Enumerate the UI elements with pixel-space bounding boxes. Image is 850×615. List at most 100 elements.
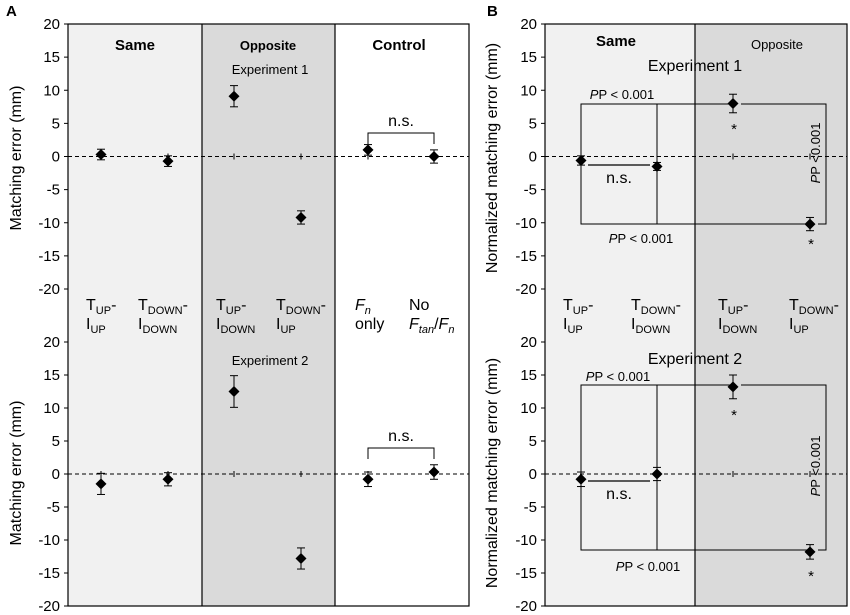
panel-b-exp2-star-tup-idown: * — [731, 407, 737, 424]
a-exp1-point-3 — [295, 211, 307, 223]
panel-a-header-control: Control — [372, 37, 425, 54]
a-exp2-ytick-label: 5 — [52, 433, 60, 450]
panel-b-exp1-p-bottom: PP < 0.001 — [580, 161, 810, 246]
panel-a-header-same: Same — [115, 37, 155, 54]
svg-text:TUP-: TUP- — [718, 297, 748, 317]
panel-a-ylabel-bottom: Matching error (mm) — [8, 401, 25, 546]
panel-b-letter: B — [487, 3, 498, 20]
panel-b-exp2-p-bottom: PP < 0.001 — [580, 477, 810, 574]
a-exp2-point-5 — [428, 466, 440, 478]
svg-text:PP <0.001: PP <0.001 — [808, 436, 823, 497]
svg-text:IDOWN: IDOWN — [631, 316, 670, 336]
b-exp1-ytick-label: 20 — [520, 16, 537, 33]
svg-text:IDOWN: IDOWN — [216, 316, 255, 336]
svg-text:PP <0.001: PP <0.001 — [808, 123, 823, 184]
panel-b-ylabel-top: Normalized matching error (mm) — [484, 43, 501, 273]
svg-text:IDOWN: IDOWN — [718, 316, 757, 336]
svg-text:PP < 0.001: PP < 0.001 — [590, 87, 654, 102]
panel-a-exp1-ns-bracket: n.s. — [367, 113, 435, 144]
svg-text:Fn: Fn — [355, 297, 371, 317]
panel-a-frame — [67, 23, 470, 607]
svg-text:PP < 0.001: PP < 0.001 — [586, 369, 650, 384]
svg-text:Ftan/Fn: Ftan/Fn — [409, 316, 454, 336]
panel-a-letter: A — [6, 3, 17, 20]
b-exp2-ytick-label: -10 — [515, 532, 537, 549]
svg-text:TDOWN-: TDOWN- — [138, 297, 188, 317]
a-exp1-ytick-label: 15 — [43, 49, 60, 66]
a-exp1-ytick-label: -10 — [38, 215, 60, 232]
svg-text:TDOWN-: TDOWN- — [276, 297, 326, 317]
panel-a-experiment-2-label: Experiment 2 — [232, 353, 309, 368]
panel-b-exp1-star-tup-idown: * — [731, 121, 737, 138]
b-exp2-ytick-label: 15 — [520, 367, 537, 384]
a-exp2-ytick-label: 15 — [43, 367, 60, 384]
b-exp1-ytick-label: -15 — [515, 248, 537, 265]
svg-text:TDOWN-: TDOWN- — [631, 297, 681, 317]
a-exp1-ytick-label: -20 — [38, 281, 60, 298]
panel-a-condition-fn-only: Fn only — [355, 297, 384, 333]
panel-a-header-opposite: Opposite — [240, 38, 296, 53]
panel-a-control-bg — [335, 24, 469, 606]
panel-b-same-bg — [545, 24, 695, 606]
b-exp1-point-3 — [804, 218, 816, 230]
panel-a-same-bg — [68, 24, 202, 606]
b-exp2-ytick-label: 10 — [520, 400, 537, 417]
svg-text:IDOWN: IDOWN — [138, 316, 177, 336]
panel-b-exp1-p-vertical: PP <0.001 — [741, 103, 827, 225]
svg-text:IUP: IUP — [563, 316, 583, 336]
svg-text:IUP: IUP — [789, 316, 809, 336]
b-exp1-ytick-label: -20 — [515, 281, 537, 298]
b-exp1-point-1 — [651, 160, 663, 172]
b-exp1-ytick-label: 0 — [529, 149, 537, 166]
a-exp2-point-1 — [162, 473, 174, 485]
a-exp2-ytick-label: 0 — [52, 466, 60, 483]
svg-text:PP < 0.001: PP < 0.001 — [609, 231, 673, 246]
panel-b-ylabel-bottom: Normalized matching error (mm) — [484, 358, 501, 588]
panel-a-ylabel-top: Matching error (mm) — [8, 86, 25, 231]
a-exp1-ytick-label: -5 — [47, 182, 60, 199]
a-exp2-point-2 — [228, 386, 240, 397]
a-exp1-ytick-label: 10 — [43, 82, 60, 99]
panel-b-exp1-star-tdown-iup: * — [808, 236, 814, 253]
b-exp1-ytick-label: -10 — [515, 215, 537, 232]
panel-a-condition-tup-idown: TUP- IDOWN — [216, 297, 255, 336]
b-exp1-ytick-label: 15 — [520, 49, 537, 66]
svg-text:IUP: IUP — [86, 316, 106, 336]
panel-b-experiment-1-label: Experiment 1 — [648, 58, 742, 75]
a-exp2-point-0 — [95, 478, 107, 490]
a-exp2-ytick-label: 10 — [43, 400, 60, 417]
b-exp2-ytick-label: -15 — [515, 565, 537, 582]
b-exp2-point-0 — [575, 473, 587, 485]
panel-b-header-opposite: Opposite — [751, 37, 803, 52]
panel-b-header-same: Same — [596, 33, 636, 50]
panel-b-experiment-2-label: Experiment 2 — [648, 351, 742, 368]
panel-b-exp2-p-top: PP < 0.001 — [580, 369, 733, 477]
b-exp1-point-0 — [575, 154, 587, 166]
svg-text:PP < 0.001: PP < 0.001 — [616, 559, 680, 574]
svg-text:TUP-: TUP- — [216, 297, 246, 317]
a-exp1-ytick-label: 20 — [43, 16, 60, 33]
panel-b-exp2-p-vertical: PP <0.001 — [741, 384, 827, 551]
panel-a-condition-tup-iup: TUP- IUP — [86, 297, 116, 336]
panel-b-condition-tdown-idown: TDOWN- IDOWN — [631, 297, 681, 336]
chart-marks: 20151050-5-10-15-2020151050-5-10-15-2020… — [38, 16, 847, 615]
panel-a-experiment-1-label: Experiment 1 — [232, 62, 309, 77]
svg-text:n.s.: n.s. — [388, 113, 414, 130]
a-exp2-ytick-label: -10 — [38, 532, 60, 549]
b-exp1-ytick-label: -5 — [524, 182, 537, 199]
panel-b-exp2-ns: n.s. — [588, 480, 650, 503]
a-exp1-point-5 — [428, 151, 440, 162]
a-exp2-ytick-label: -20 — [38, 598, 60, 615]
svg-text:IUP: IUP — [276, 316, 296, 336]
panel-b-condition-tup-idown: TUP- IDOWN — [718, 297, 757, 336]
panel-b-opposite-bg — [695, 24, 847, 606]
panel-b-condition-tdown-iup: TDOWN- IUP — [789, 297, 839, 336]
svg-text:only: only — [355, 316, 384, 333]
a-exp2-point-4 — [362, 473, 374, 485]
a-exp1-ytick-label: 0 — [52, 149, 60, 166]
a-exp1-ytick-label: 5 — [52, 115, 60, 132]
b-exp2-ytick-label: -5 — [524, 499, 537, 516]
panel-b-exp1-ns: n.s. — [588, 164, 650, 187]
panel-b-exp1-p-top: PP < 0.001 — [580, 87, 733, 161]
